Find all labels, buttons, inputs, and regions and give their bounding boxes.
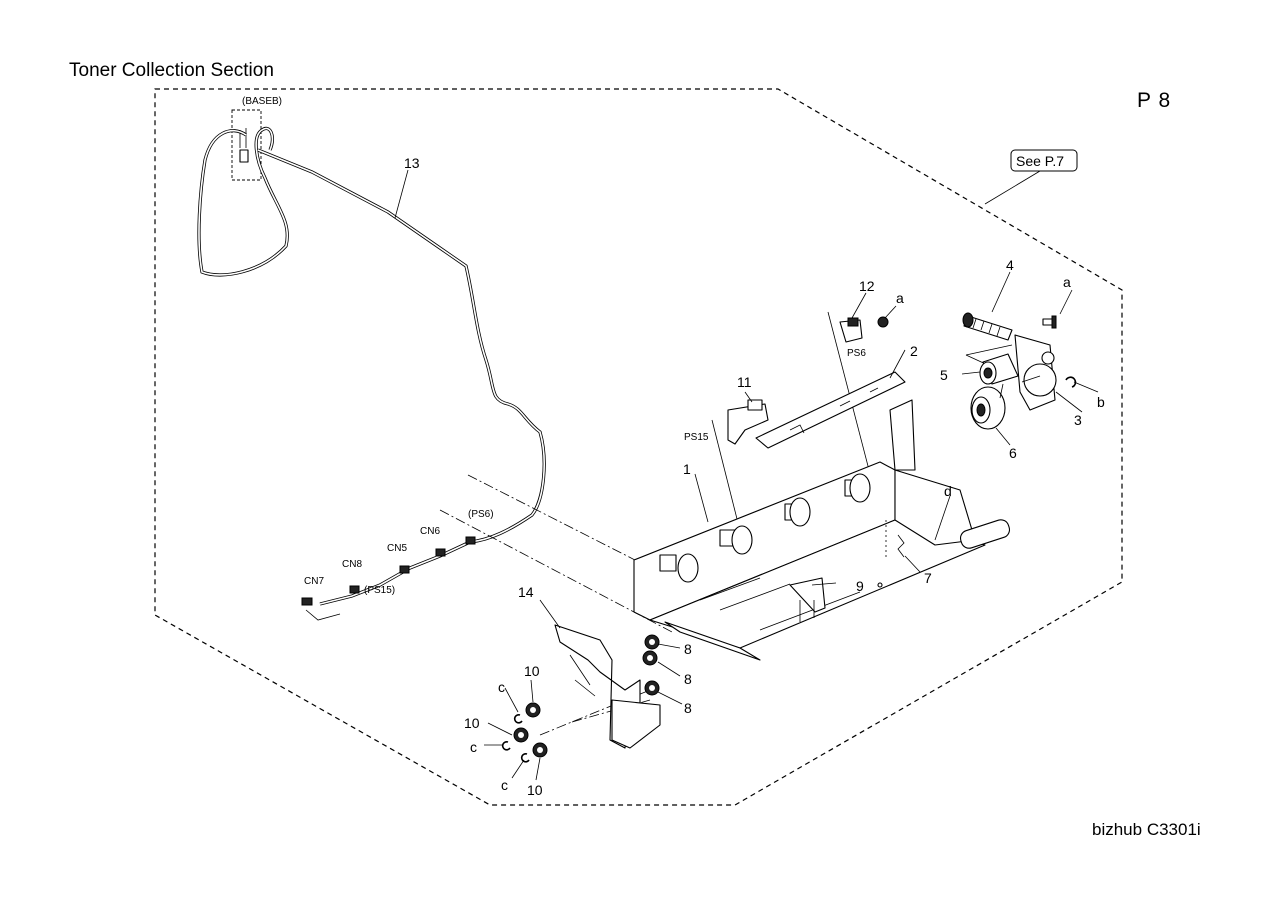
svg-text:CN8: CN8 bbox=[342, 559, 362, 570]
part-label: 12 bbox=[859, 278, 875, 294]
screws-part-8 bbox=[642, 634, 660, 696]
page-title: Toner Collection Section bbox=[69, 60, 274, 81]
part-label: 10 bbox=[527, 782, 543, 798]
svg-text:a: a bbox=[1063, 274, 1071, 290]
c-rings bbox=[501, 713, 530, 763]
leader-lines bbox=[394, 169, 1099, 781]
reference-letters: a a b c c c d bbox=[470, 274, 1105, 793]
svg-text:PS15: PS15 bbox=[684, 432, 709, 443]
part-label: 10 bbox=[464, 715, 480, 731]
svg-text:b: b bbox=[1097, 394, 1105, 410]
part-label: 13 bbox=[404, 155, 420, 171]
screw-icon bbox=[877, 316, 889, 328]
svg-text:a: a bbox=[896, 290, 904, 306]
pulley-part-6 bbox=[970, 386, 1006, 430]
part-label: 9 bbox=[856, 578, 864, 594]
svg-text:CN6: CN6 bbox=[420, 526, 440, 537]
svg-text:c: c bbox=[470, 739, 477, 755]
bracket-part-3 bbox=[1014, 334, 1057, 411]
spring-part-7 bbox=[877, 520, 905, 588]
part-label: 7 bbox=[924, 570, 932, 586]
part-label: 6 bbox=[1009, 445, 1017, 461]
svg-text:CN7: CN7 bbox=[304, 576, 324, 587]
screw-a bbox=[1042, 315, 1057, 329]
cover-part bbox=[755, 371, 906, 449]
sensor-ps15 bbox=[727, 399, 769, 445]
harness-connectors bbox=[301, 536, 476, 621]
part-label: 3 bbox=[1074, 412, 1082, 428]
part-label: 8 bbox=[684, 641, 692, 657]
model-name: bizhub C3301i bbox=[1092, 820, 1201, 839]
part-label: 5 bbox=[940, 367, 948, 383]
baseb-board: (BASEB) bbox=[231, 96, 282, 181]
screw-part-4 bbox=[962, 312, 1013, 341]
svg-text:c: c bbox=[501, 777, 508, 793]
part-label: 8 bbox=[684, 671, 692, 687]
svg-text:See P.7: See P.7 bbox=[1016, 153, 1064, 169]
side-bracket-part-14 bbox=[554, 624, 661, 749]
page-number: P 8 bbox=[1137, 89, 1172, 112]
part-label: 11 bbox=[737, 374, 752, 390]
wiring-harness bbox=[197, 126, 546, 606]
svg-text:(PS15): (PS15) bbox=[364, 585, 395, 596]
svg-text:(BASEB): (BASEB) bbox=[242, 96, 282, 107]
svg-text:c: c bbox=[498, 679, 505, 695]
part-label: 2 bbox=[910, 343, 918, 359]
part-label: 10 bbox=[524, 663, 540, 679]
sensor-ps6 bbox=[839, 317, 863, 343]
svg-text:(PS6): (PS6) bbox=[468, 509, 494, 520]
connector-labels: CN5 CN6 CN7 CN8 PS6 PS15 (PS6) (PS15) bbox=[304, 348, 866, 596]
see-reference: See P.7 bbox=[1010, 149, 1078, 172]
part-labels: 13 1 2 3 4 5 6 7 8 8 8 9 10 10 10 11 12 … bbox=[404, 155, 1082, 798]
e-ring-b bbox=[1065, 376, 1077, 388]
svg-text:PS6: PS6 bbox=[847, 348, 866, 359]
washers-part-10 bbox=[513, 702, 548, 758]
part-label: 1 bbox=[683, 461, 691, 477]
svg-text:CN5: CN5 bbox=[387, 543, 407, 554]
roller-part-5 bbox=[979, 353, 1019, 385]
section-boundary bbox=[154, 88, 1123, 806]
plate-part-9 bbox=[789, 577, 826, 622]
part-label: 8 bbox=[684, 700, 692, 716]
part-label: 4 bbox=[1006, 257, 1014, 273]
part-label: 14 bbox=[518, 584, 534, 600]
svg-text:d: d bbox=[944, 483, 952, 499]
